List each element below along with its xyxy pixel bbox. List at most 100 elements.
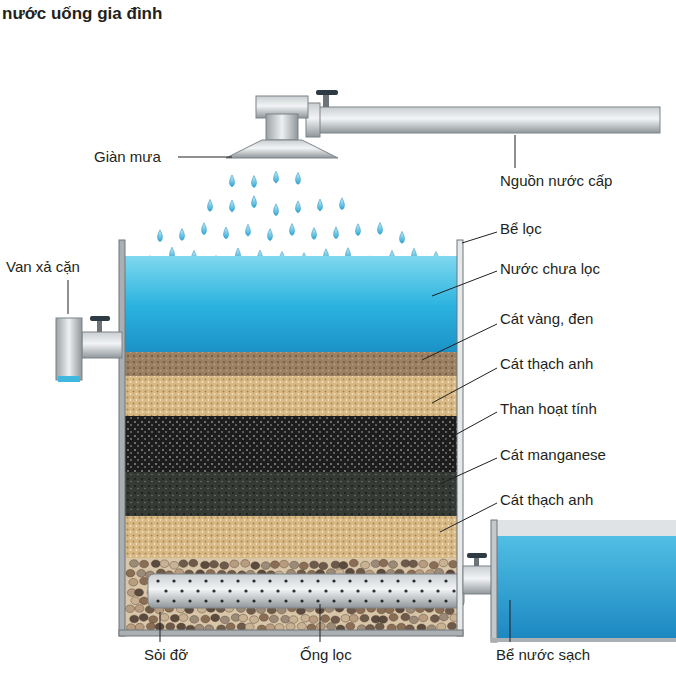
filter-hole: [180, 589, 183, 592]
pebble: [160, 614, 169, 622]
pebble: [151, 560, 160, 568]
pebble: [449, 560, 458, 568]
pebble: [149, 616, 158, 624]
pebble: [321, 615, 330, 623]
pebble: [319, 562, 328, 570]
filter-hole: [308, 589, 311, 592]
filter-hole: [380, 599, 383, 602]
pebble: [349, 615, 358, 623]
filter-hole: [428, 599, 431, 602]
filter-hole: [348, 579, 351, 582]
pebble: [220, 616, 229, 624]
filter-hole: [364, 579, 367, 582]
pebble: [190, 616, 199, 624]
filter-hole: [156, 599, 159, 602]
pebble: [189, 559, 198, 567]
filter-hole: [284, 579, 287, 582]
filter-hole: [412, 599, 415, 602]
filter-hole: [404, 589, 407, 592]
filter-hole: [164, 589, 167, 592]
pebble: [401, 613, 410, 621]
pebble: [289, 616, 298, 624]
part-label: Sỏi đỡ: [144, 646, 188, 664]
water-drop: [224, 227, 229, 239]
filter-hole: [452, 589, 455, 592]
filter-hole: [212, 589, 215, 592]
part-label: Cát thạch anh: [500, 355, 593, 373]
pebble: [201, 615, 210, 623]
pebble: [361, 561, 370, 569]
filter-hole: [204, 579, 207, 582]
part-label: Bể lọc: [500, 220, 542, 238]
pebble: [135, 605, 144, 613]
water-drop: [312, 228, 317, 240]
pebble: [409, 616, 418, 624]
filter-hole: [236, 579, 239, 582]
part-label: Nước chưa lọc: [500, 260, 600, 278]
filter-hole: [332, 599, 335, 602]
pebble: [226, 623, 235, 631]
pebble: [419, 614, 428, 622]
pebble: [269, 615, 278, 623]
filter-hole: [444, 599, 447, 602]
pebble: [239, 614, 248, 622]
pebble: [211, 614, 220, 622]
water-drop: [230, 175, 235, 187]
filter-hole: [420, 589, 423, 592]
filter-hole: [372, 589, 375, 592]
water-drop: [246, 224, 251, 236]
water-drop: [318, 199, 323, 211]
filter-hole: [276, 589, 279, 592]
pebble: [129, 560, 138, 568]
filter-hole: [292, 589, 295, 592]
water-drop: [208, 199, 213, 211]
pebble: [160, 560, 169, 568]
pebble: [201, 561, 210, 569]
water-drop: [334, 227, 339, 239]
pebble: [346, 622, 355, 630]
water-drop: [158, 230, 163, 242]
water-drop: [252, 196, 257, 208]
filter-hole: [260, 589, 263, 592]
heading: nước uống gia đình: [2, 4, 162, 24]
water-drop: [290, 224, 295, 236]
pebble: [379, 616, 388, 624]
part-label: Than hoạt tính: [500, 400, 597, 418]
filter-hole: [252, 599, 255, 602]
pebble: [146, 623, 155, 631]
pebble: [286, 623, 295, 631]
pebble: [230, 560, 239, 568]
filter-hole: [348, 599, 351, 602]
water-drop: [180, 229, 185, 241]
pebble: [360, 614, 369, 622]
pebble: [140, 560, 149, 568]
pebble: [220, 562, 229, 570]
filter-hole: [220, 579, 223, 582]
pebble: [130, 615, 139, 623]
pebble: [301, 614, 310, 622]
pebble: [371, 560, 380, 568]
pebble: [375, 623, 384, 631]
pebble: [166, 623, 175, 631]
water-drop: [252, 176, 257, 188]
water-drop: [378, 223, 383, 235]
water-drop: [296, 172, 301, 184]
pebble: [135, 589, 144, 597]
pebble: [250, 616, 259, 624]
pebble: [140, 597, 149, 605]
filter-hole: [172, 599, 175, 602]
filter-hole: [156, 579, 159, 582]
pebble: [339, 562, 348, 570]
pebble: [447, 622, 456, 630]
filter-hole: [228, 589, 231, 592]
pebble: [179, 614, 188, 622]
filter-hole: [316, 579, 319, 582]
filter-hole: [268, 599, 271, 602]
pebble: [177, 623, 186, 631]
pebble: [139, 614, 148, 622]
pebble: [237, 623, 246, 631]
pebble: [270, 561, 279, 569]
pebble: [131, 597, 140, 605]
pebble: [341, 614, 350, 622]
